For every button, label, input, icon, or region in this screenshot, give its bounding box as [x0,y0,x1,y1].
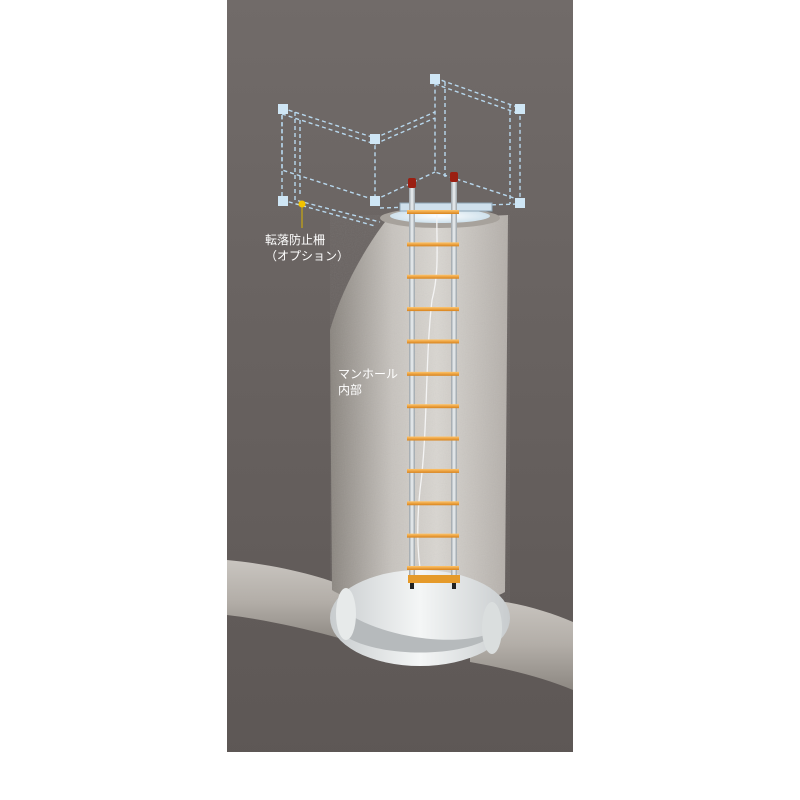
ladder-rung [407,404,459,409]
ladder-rung [407,307,459,312]
manhole-interior-label-line1: マンホール [338,367,399,381]
manhole-interior-label: マンホール 内部 [338,366,398,398]
sewer-pipe-left [227,560,352,642]
pipe-inlet-right [482,602,502,654]
ladder-foot-left [410,583,414,589]
ladder-rung [407,566,459,570]
ladder-rung [407,533,459,538]
ladder-foot-right [452,583,456,589]
fall-guard-label: 転落防止柵 （オプション） [265,232,349,264]
ladder-rung [407,436,459,441]
bottom-white-strip [227,752,573,800]
ladder-rail-left [409,186,415,582]
shaft-texture [330,215,510,615]
fall-guard-label-line2: （オプション） [265,249,350,263]
fall-guard-joints [278,74,525,208]
ladder-rung [407,274,459,279]
ladder-cap-left [408,178,416,188]
ladder-rungs [407,210,459,570]
manhole-interior-label-line2: 内部 [338,383,363,397]
ladder-rail-right [451,180,457,580]
ladder-rung [407,242,459,247]
ladder-rung [407,210,459,214]
ladder [407,172,460,589]
floor-channel [340,608,500,653]
ladder-rung [407,371,459,376]
fall-guard-label-line1: 転落防止柵 [265,233,326,247]
pipe-inlet-left [336,588,356,640]
ladder-foot-plate [408,575,460,583]
ladder-cap-right [450,172,458,182]
ladder-rung [407,501,459,506]
ladder-rung [407,339,459,344]
ladder-rung [407,468,459,473]
fall-guard-marker-dot [298,200,306,208]
